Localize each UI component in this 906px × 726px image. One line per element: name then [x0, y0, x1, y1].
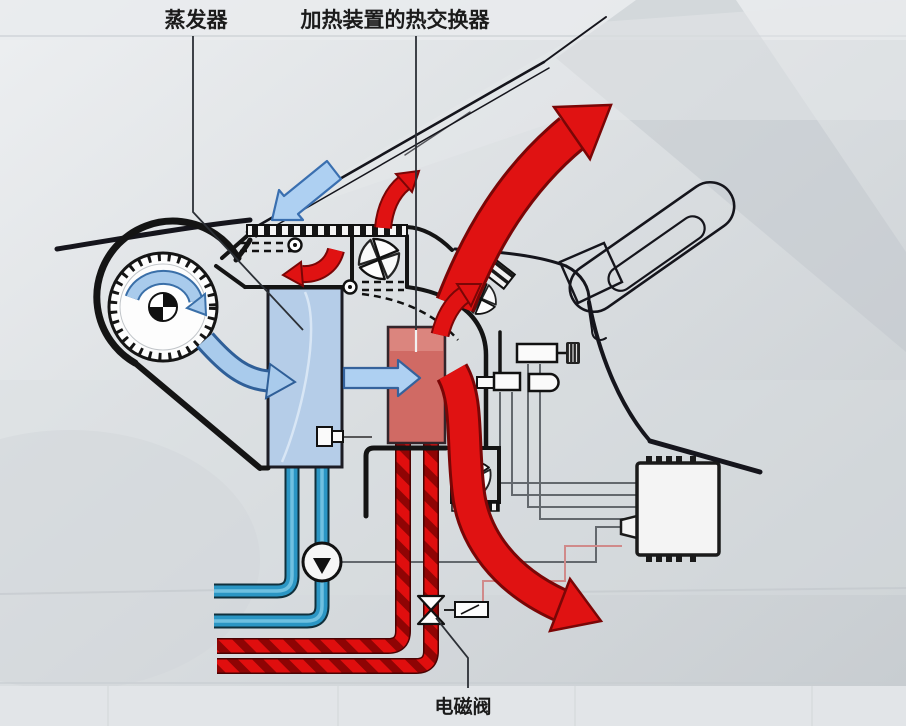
sensors — [316, 342, 580, 447]
cold-air-arrows — [196, 159, 422, 400]
a-pillar-shade — [556, 0, 906, 352]
steering-wheel — [558, 180, 736, 341]
coolant-pump — [301, 541, 343, 583]
recirculation-arrow — [281, 260, 305, 288]
leader-lines — [192, 36, 469, 688]
sensor-2-plug — [476, 376, 495, 389]
solenoid-wire — [482, 545, 622, 603]
sensor-3 — [527, 372, 560, 393]
cowl-intake-grille — [246, 224, 408, 237]
hub-icon — [148, 292, 178, 322]
connector-teeth — [646, 456, 696, 562]
solenoid-valve-label: 电磁阀 — [434, 695, 491, 718]
evaporator-label: 蒸发器 — [165, 8, 229, 32]
blower-to-evaporator-arrow — [264, 362, 297, 400]
control-unit — [619, 456, 721, 562]
hood-line — [54, 217, 253, 252]
steering-column — [558, 241, 624, 305]
console-line — [587, 300, 652, 443]
heater-hoses — [217, 441, 439, 674]
pump-wire — [341, 526, 622, 563]
evaporator-leader — [192, 36, 304, 331]
footwell-air-arrow — [548, 576, 604, 633]
recirculation-vent-dashes — [240, 241, 459, 341]
blower-housing — [93, 217, 242, 367]
flap-pivots — [287, 237, 358, 295]
solenoid-leader — [435, 617, 469, 688]
hot-air-arrows — [281, 103, 613, 633]
evaporator-to-heater-arrow — [342, 358, 422, 398]
heater-exchanger-label: 加热装置的热交换器 — [300, 8, 491, 32]
refrigerant-pipes — [214, 466, 330, 629]
sensor-1 — [515, 342, 559, 364]
blower-fan — [107, 251, 219, 363]
heater-up-arrow — [455, 283, 483, 309]
evaporator-sensor — [316, 426, 333, 447]
sensor-2 — [492, 371, 522, 392]
duct-diagonal — [132, 360, 263, 471]
fresh-air-intake-arrow — [270, 159, 343, 222]
bottom-strip — [0, 686, 906, 726]
defrost-air-arrow — [551, 103, 613, 162]
